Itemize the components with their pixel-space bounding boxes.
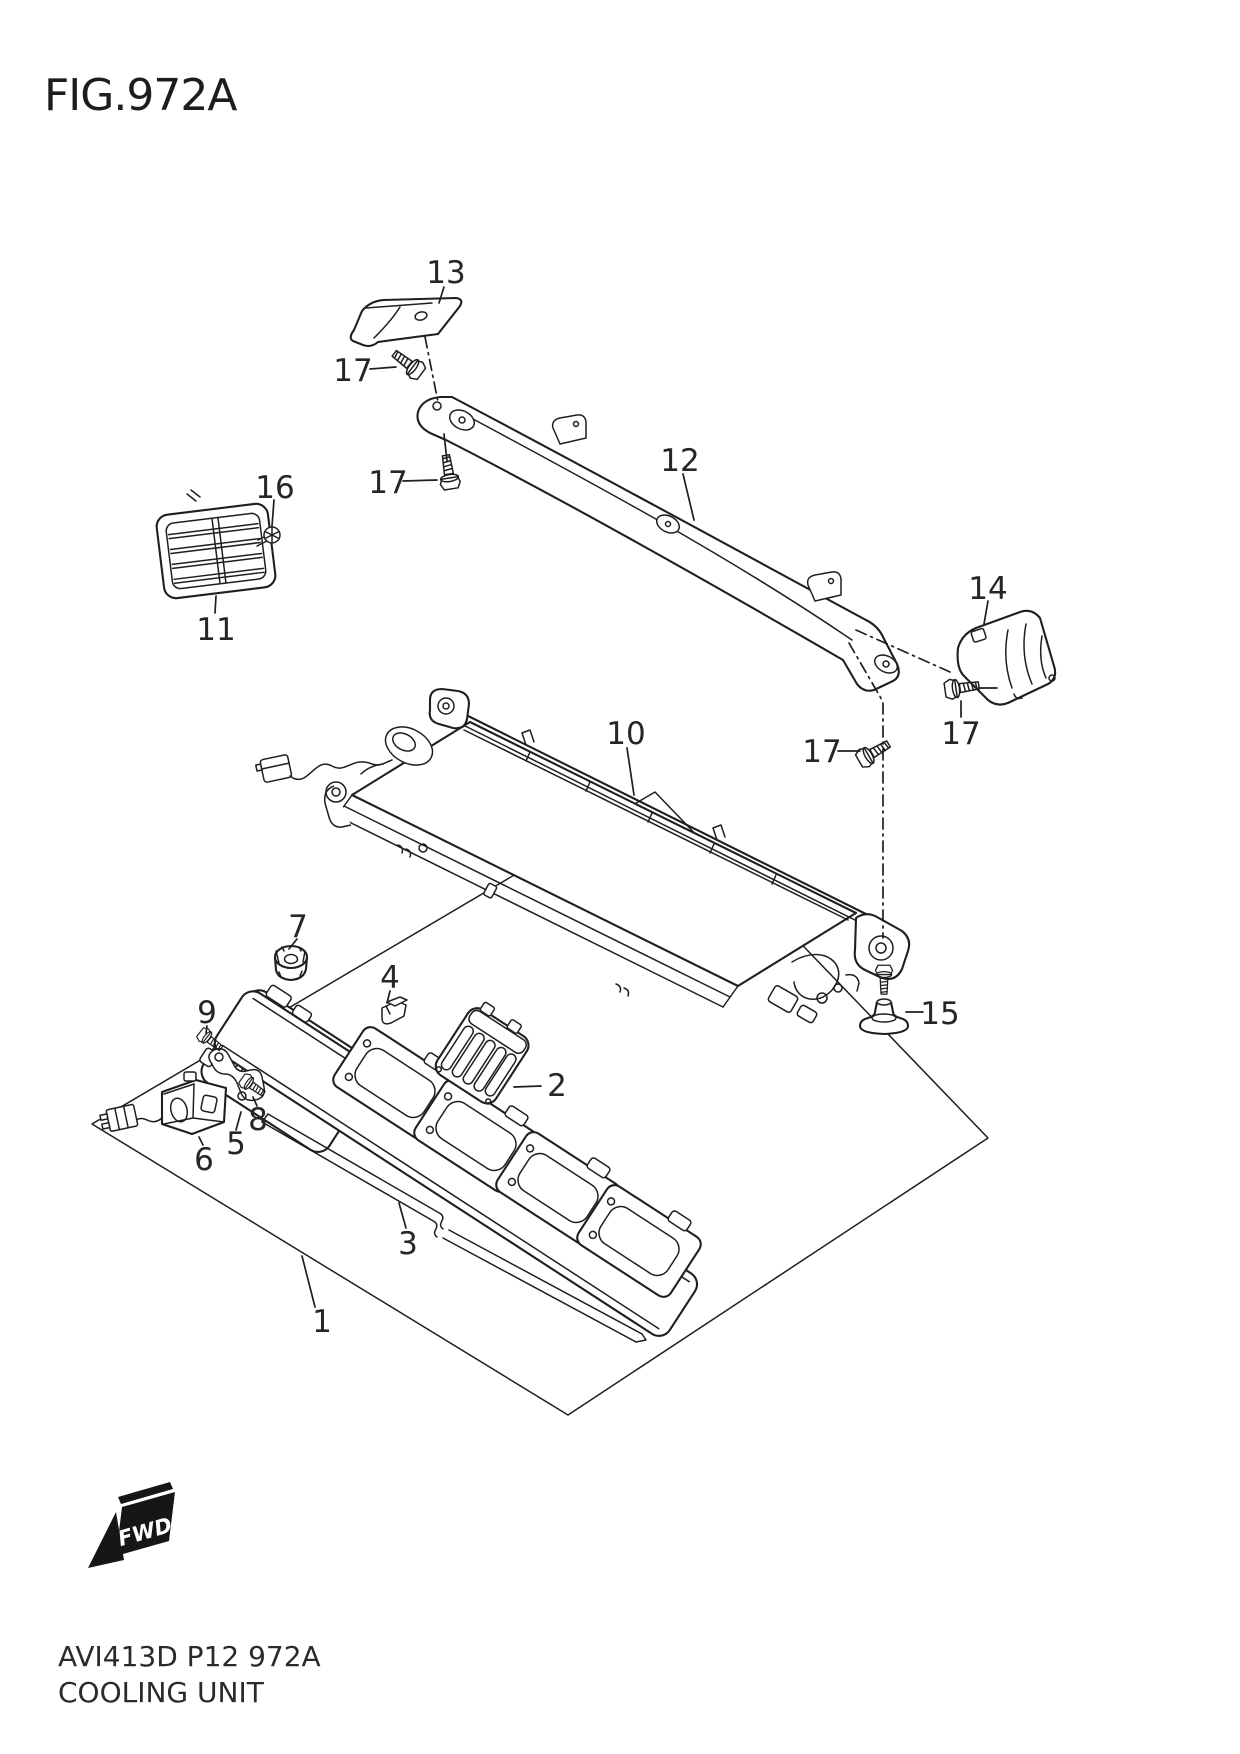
part-label-17-a: 17 — [333, 353, 372, 389]
part-label-6: 6 — [194, 1142, 214, 1178]
part-label-17-d: 17 — [802, 734, 841, 770]
part-label-11: 11 — [196, 612, 235, 648]
drawing-name: COOLING UNIT — [58, 1676, 264, 1709]
part-labels: 13 17 17 12 16 11 14 17 10 17 15 7 4 9 2… — [194, 255, 1008, 1340]
part-label-10: 10 — [606, 716, 645, 752]
roof-rail-drawing — [416, 395, 900, 692]
clip-drawing — [381, 996, 408, 1025]
screw-17-mid — [853, 734, 895, 771]
part-label-9: 9 — [197, 995, 217, 1031]
part-label-2: 2 — [547, 1068, 567, 1104]
motor-drawing — [99, 1071, 228, 1136]
part-label-3: 3 — [398, 1226, 418, 1262]
drawing-code: AVI413D P12 972A — [58, 1640, 321, 1673]
louver-panel-drawing — [199, 984, 702, 1337]
fwd-direction-arrow: FWD — [88, 1482, 175, 1568]
nut-drawing — [263, 526, 281, 544]
part-label-5: 5 — [226, 1126, 246, 1162]
part-label-15: 15 — [920, 996, 959, 1032]
screw-17-left — [435, 453, 462, 492]
leader-lines — [198, 286, 989, 1308]
screw-17-top — [387, 344, 429, 383]
part-label-17-b: 17 — [368, 465, 407, 501]
part-label-12: 12 — [660, 443, 699, 479]
part-label-4: 4 — [380, 960, 400, 996]
figure-title: FIG.972A — [44, 70, 237, 121]
top-bracket-drawing — [349, 296, 463, 348]
cooling-unit-drawing — [255, 687, 911, 1024]
part-label-8: 8 — [248, 1102, 268, 1138]
finned-block-drawing — [434, 1001, 530, 1105]
knob-drawing — [273, 944, 309, 982]
part-label-17-c: 17 — [941, 716, 980, 752]
side-bracket-drawing — [956, 609, 1057, 706]
part-label-14: 14 — [968, 571, 1007, 607]
part-label-13: 13 — [426, 255, 465, 291]
part-label-1: 1 — [312, 1304, 332, 1340]
part-label-16: 16 — [255, 470, 294, 506]
seal-strip-drawing — [261, 1113, 647, 1343]
part-label-7: 7 — [288, 909, 308, 945]
grille-drawing — [155, 489, 277, 600]
mount-foot-drawing — [858, 964, 910, 1036]
